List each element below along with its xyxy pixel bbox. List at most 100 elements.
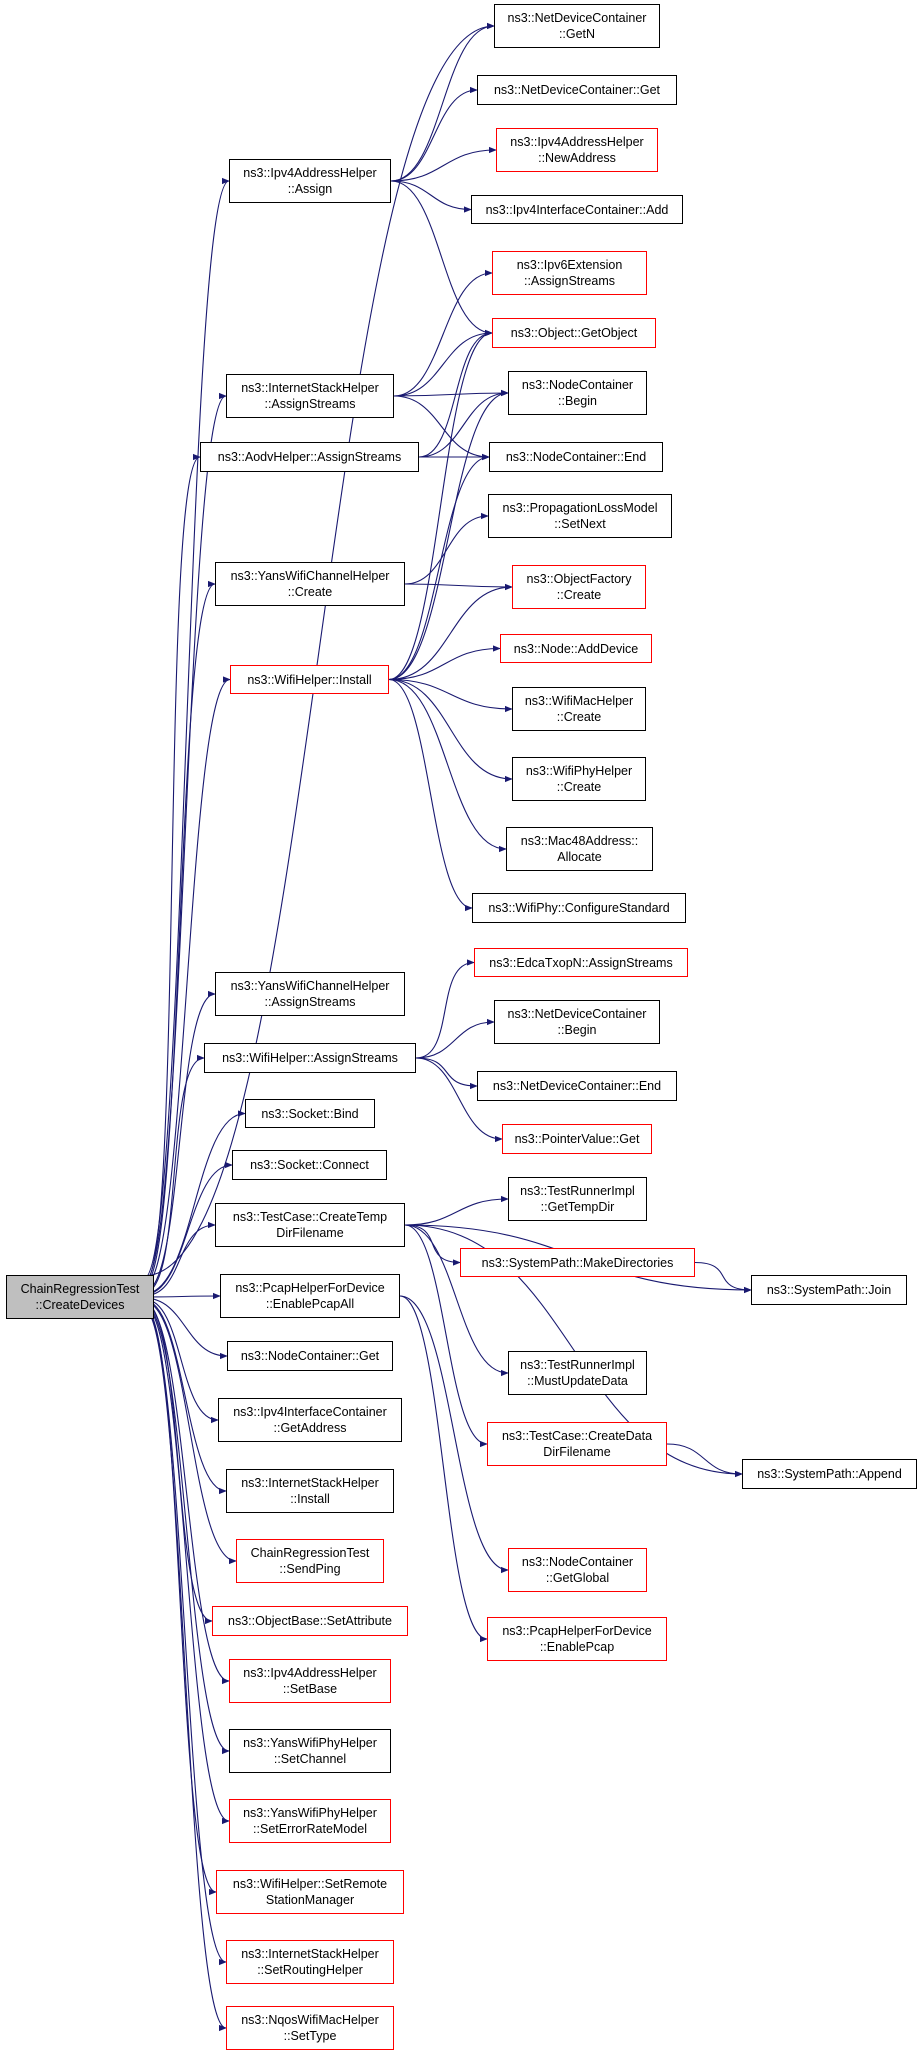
node-label-line: ns3::YansWifiPhyHelper — [243, 1736, 377, 1750]
edge-root-to-internetstack_install — [143, 1299, 227, 1495]
node-netdevicecontainer-getn[interactable]: ns3::NetDeviceContainer::GetN — [494, 4, 660, 48]
node-object-getobject[interactable]: ns3::Object::GetObject — [492, 318, 656, 348]
node-mac48address-allocate[interactable]: ns3::Mac48Address::Allocate — [506, 827, 653, 871]
node-socket-bind[interactable]: ns3::Socket::Bind — [245, 1099, 375, 1128]
node-label-line: ns3::YansWifiPhyHelper — [243, 1806, 377, 1820]
node-label-line: ns3::YansWifiChannelHelper — [230, 979, 390, 993]
node-label-line: ns3::WifiPhy::ConfigureStandard — [488, 901, 670, 915]
node-chainregressiontest-sendping[interactable]: ChainRegressionTest::SendPing — [236, 1539, 384, 1583]
edge-wifihelper_install-to-objectfactory_create — [388, 583, 513, 681]
node-nodecontainer-getglobal[interactable]: ns3::NodeContainer::GetGlobal — [508, 1548, 647, 1592]
node-systempath-join[interactable]: ns3::SystemPath::Join — [751, 1275, 907, 1305]
edge-root-to-nodecontainer_get — [143, 1297, 228, 1360]
edge-wifihelper_install-to-object_getobject — [388, 329, 493, 681]
node-nodecontainer-end[interactable]: ns3::NodeContainer::End — [489, 442, 663, 472]
node-testrunnerimpl-mustupdatedata[interactable]: ns3::TestRunnerImpl::MustUpdateData — [508, 1351, 647, 1395]
node-ipv4interfacecontainer-add[interactable]: ns3::Ipv4InterfaceContainer::Add — [471, 195, 683, 224]
node-label-line: DirFilename — [276, 1226, 344, 1240]
node-label-line: ns3::Node::AddDevice — [513, 641, 639, 656]
edge-ipv4_assign-to-ndc_get — [390, 86, 478, 182]
edge-internetstack_assignstreams-to-ipv6ext_assignstreams — [393, 269, 493, 397]
node-pointervalue-get[interactable]: ns3::PointerValue::Get — [502, 1124, 652, 1154]
node-label-line: ns3::NodeContainer — [521, 1555, 634, 1569]
node-label-line: ns3::SystemPath::MakeDirectories — [481, 1255, 674, 1270]
node-label-line: ChainRegressionTest — [250, 1546, 370, 1560]
node-nodecontainer-get[interactable]: ns3::NodeContainer::Get — [227, 1341, 393, 1371]
node-aodvhelper-assignstreams[interactable]: ns3::AodvHelper::AssignStreams — [200, 442, 419, 472]
node-pcaphelperfordevice-enablepcapall[interactable]: ns3::PcapHelperForDevice::EnablePcapAll — [220, 1274, 400, 1318]
edge-root-to-testcase_createtempdir — [143, 1221, 216, 1297]
node-systempath-makedirectories[interactable]: ns3::SystemPath::MakeDirectories — [460, 1248, 695, 1277]
node-wifimachelper-create[interactable]: ns3::WifiMacHelper::Create — [512, 687, 646, 731]
node-socket-connect[interactable]: ns3::Socket::Connect — [232, 1150, 387, 1180]
node-internetstackhelper-assignstreams[interactable]: ns3::InternetStackHelper::AssignStreams — [226, 374, 394, 418]
node-yanswifiphyhelper-setchannel[interactable]: ns3::YansWifiPhyHelper::SetChannel — [229, 1729, 391, 1773]
node-ipv4addresshelper-assign[interactable]: ns3::Ipv4AddressHelper::Assign — [229, 159, 391, 203]
node-label-line: ns3::WifiHelper::AssignStreams — [222, 1051, 398, 1065]
node-wifihelper-install[interactable]: ns3::WifiHelper::Install — [230, 665, 389, 694]
edge-testcase_createdatadir-to-systempath_append — [666, 1443, 743, 1478]
node-nodecontainer-begin[interactable]: ns3::NodeContainer::Begin — [508, 371, 647, 415]
node-label-line: ::Create — [287, 585, 333, 599]
node-label-line: ns3::PointerValue::Get — [514, 1132, 640, 1146]
node-ipv4interfacecontainer-getaddress[interactable]: ns3::Ipv4InterfaceContainer::GetAddress — [218, 1398, 402, 1442]
edge-internetstack_assignstreams-to-object_getobject — [393, 329, 493, 397]
node-wifiphy-configurestandard[interactable]: ns3::WifiPhy::ConfigureStandard — [472, 893, 686, 923]
node-wifihelper-assignstreams[interactable]: ns3::WifiHelper::AssignStreams — [204, 1043, 416, 1073]
node-label-line: ns3::Ipv4AddressHelper — [243, 1666, 377, 1680]
node-label-line: ns3::Mac48Address:: — [520, 834, 639, 848]
node-label-line: ns3::TestCase::CreateTemp — [232, 1210, 388, 1224]
node-label-line: ns3::Object::GetObject — [510, 326, 638, 340]
node-label-line: ns3::EdcaTxopN::AssignStreams — [489, 955, 673, 970]
edge-internetstack_assignstreams-to-nodecontainer_begin — [393, 389, 509, 397]
edge-root-to-pcap_enableall — [143, 1292, 221, 1300]
edge-wifihelper_install-to-wifimac_create — [388, 678, 513, 713]
node-label-line: ::MustUpdateData — [527, 1374, 628, 1388]
edge-yanschannel_create-to-proploss_setnext — [404, 512, 489, 585]
edge-wifihelper_assignstreams-to-ndc_end — [415, 1057, 478, 1090]
edge-root-to-yanschannel_assignstreams — [143, 990, 216, 1293]
node-label-line: DirFilename — [543, 1445, 611, 1459]
node-nqoswifimachelper-settype[interactable]: ns3::NqosWifiMacHelper::SetType — [226, 2006, 394, 2050]
node-label-line: ns3::NqosWifiMacHelper — [241, 2013, 379, 2027]
node-ipv6extension-assignstreams[interactable]: ns3::Ipv6Extension::AssignStreams — [492, 251, 647, 295]
node-label-line: ns3::WifiMacHelper — [524, 694, 634, 708]
node-netdevicecontainer-begin[interactable]: ns3::NetDeviceContainer::Begin — [494, 1000, 660, 1044]
node-label-line: ns3::NetDeviceContainer::End — [492, 1079, 662, 1093]
node-ipv4addresshelper-setbase[interactable]: ns3::Ipv4AddressHelper::SetBase — [229, 1659, 391, 1703]
edge-testcase_createtempdir-to-testrunner_gettempdir — [404, 1195, 509, 1226]
node-label-line: ::GetTempDir — [540, 1200, 615, 1214]
node-internetstackhelper-install[interactable]: ns3::InternetStackHelper::Install — [226, 1469, 394, 1513]
node-yanswifiphyhelper-seterrorratemodel[interactable]: ns3::YansWifiPhyHelper::SetErrorRateMode… — [229, 1799, 391, 1843]
node-label-line: ns3::Socket::Bind — [261, 1106, 359, 1121]
node-netdevicecontainer-get[interactable]: ns3::NetDeviceContainer::Get — [477, 75, 677, 105]
edge-yanschannel_create-to-objectfactory_create — [404, 583, 513, 591]
node-netdevicecontainer-end[interactable]: ns3::NetDeviceContainer::End — [477, 1071, 677, 1101]
node-yanswifichannelhelper-create[interactable]: ns3::YansWifiChannelHelper::Create — [215, 562, 405, 606]
node-yanswifichannelhelper-assignstreams[interactable]: ns3::YansWifiChannelHelper::AssignStream… — [215, 972, 405, 1016]
node-systempath-append[interactable]: ns3::SystemPath::Append — [742, 1459, 917, 1489]
node-label-line: ns3::TestRunnerImpl — [520, 1184, 635, 1198]
node-label-line: ns3::PropagationLossModel — [502, 501, 658, 515]
node-node-adddevice[interactable]: ns3::Node::AddDevice — [500, 634, 652, 663]
node-label-line: ::EnablePcap — [539, 1640, 615, 1654]
node-objectbase-setattribute[interactable]: ns3::ObjectBase::SetAttribute — [212, 1606, 408, 1636]
node-chainregressiontest-createdevices[interactable]: ChainRegressionTest::CreateDevices — [6, 1275, 154, 1319]
node-wifiphyhelper-create[interactable]: ns3::WifiPhyHelper::Create — [512, 757, 646, 801]
node-label-line: ::CreateDevices — [35, 1298, 125, 1312]
node-pcaphelperfordevice-enablepcap[interactable]: ns3::PcapHelperForDevice::EnablePcap — [487, 1617, 667, 1661]
edge-wifihelper_assignstreams-to-edca_assignstreams — [415, 959, 475, 1059]
node-ipv4addresshelper-newaddress[interactable]: ns3::Ipv4AddressHelper::NewAddress — [496, 128, 658, 172]
edge-root-to-wifihelper_assignstreams — [143, 1054, 205, 1294]
node-edcatxopn-assignstreams[interactable]: ns3::EdcaTxopN::AssignStreams — [474, 948, 688, 977]
node-label-line: ns3::Ipv4AddressHelper — [243, 166, 377, 180]
node-internetstackhelper-setroutinghelper[interactable]: ns3::InternetStackHelper::SetRoutingHelp… — [226, 1940, 394, 1984]
node-label-line: ns3::InternetStackHelper — [241, 1947, 379, 1961]
node-objectfactory-create[interactable]: ns3::ObjectFactory::Create — [512, 565, 646, 609]
node-propagationlossmodel-setnext[interactable]: ns3::PropagationLossModel::SetNext — [488, 494, 672, 538]
edge-wifihelper_install-to-mac48_allocate — [388, 678, 507, 853]
node-testrunnerimpl-gettempdir[interactable]: ns3::TestRunnerImpl::GetTempDir — [508, 1177, 647, 1221]
